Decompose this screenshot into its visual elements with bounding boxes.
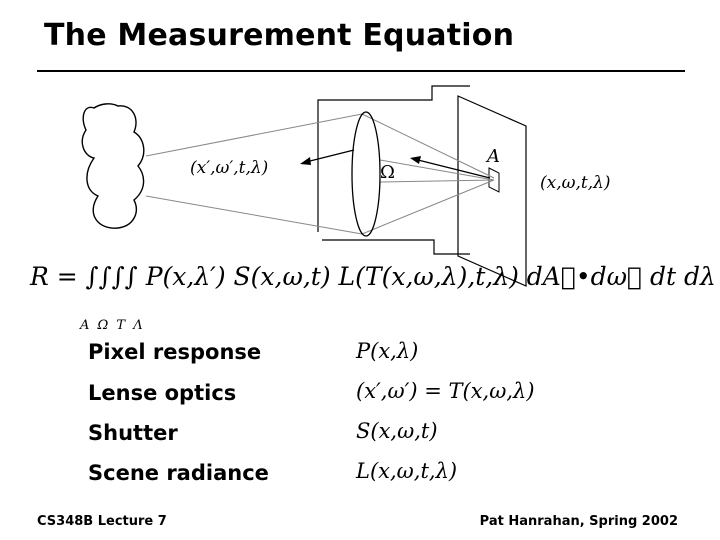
scene-object	[81, 103, 145, 229]
incoming-ray-arrow	[410, 156, 491, 179]
term-formula-pixel-response: P(x,λ)	[356, 339, 419, 363]
camera-housing-bottom	[322, 239, 470, 255]
title-divider	[37, 70, 685, 72]
film-plane	[457, 95, 527, 287]
solid-angle-label: Ω	[380, 162, 395, 183]
term-formula-scene-radiance: L(x,ω,t,λ)	[356, 459, 458, 483]
measurement-equation: R = ∫∫∫∫ P(x,λ′) S(x,ω,t) L(T(x,ω,λ),t,λ…	[30, 262, 716, 291]
term-label-shutter: Shutter	[88, 421, 178, 445]
footer-lecture: CS348B Lecture 7	[37, 514, 167, 529]
term-formula-shutter: S(x,ω,t)	[356, 419, 438, 443]
image-rays	[361, 113, 495, 235]
lens	[351, 111, 381, 237]
slide-title: The Measurement Equation	[44, 18, 515, 53]
term-label-lense-optics: Lense optics	[88, 381, 237, 405]
term-label-pixel-response: Pixel response	[88, 340, 262, 364]
camera-diagram	[81, 85, 527, 287]
integral-limits: A Ω T Λ	[80, 318, 143, 333]
term-label-scene-radiance: Scene radiance	[88, 461, 269, 485]
camera-housing	[317, 85, 470, 232]
ray-label: (x′,ω′,t,λ)	[190, 158, 269, 178]
footer-author: Pat Hanrahan, Spring 2002	[479, 514, 678, 529]
outgoing-ray-arrow	[300, 149, 355, 165]
scene-rays	[145, 113, 363, 235]
pixel-area	[488, 167, 500, 193]
film-label: (x,ω,t,λ)	[540, 173, 611, 193]
area-label: A	[487, 146, 500, 167]
term-formula-lense-optics: (x′,ω′) = T(x,ω,λ)	[356, 379, 535, 403]
